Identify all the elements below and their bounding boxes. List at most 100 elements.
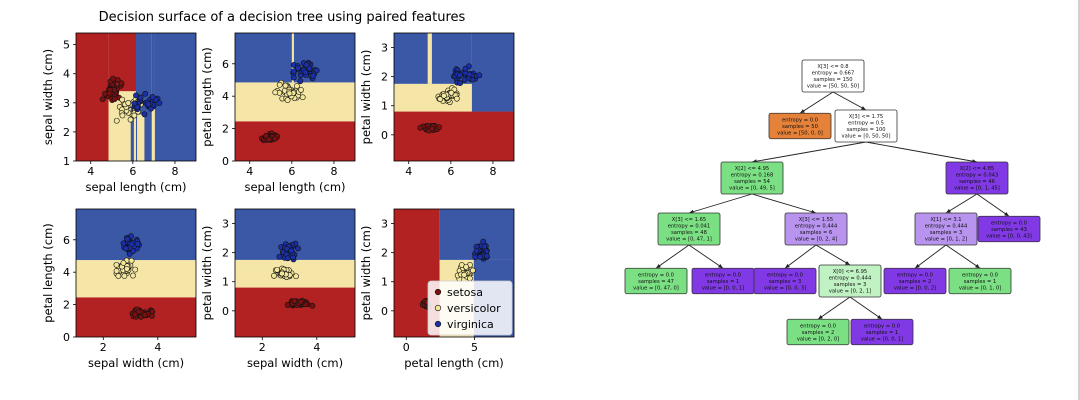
tree-node-text: value = [0, 2, 0] <box>797 336 839 342</box>
legend-box <box>427 280 513 336</box>
tree-node-text: samples = 3 <box>930 230 963 236</box>
tree-node-box <box>768 112 832 140</box>
point-setosa <box>118 80 125 87</box>
tree-edge <box>945 244 981 269</box>
point-virginica <box>133 92 139 99</box>
right-border <box>1078 0 1080 400</box>
region-setosa <box>235 287 355 337</box>
tree-node-text: value = [0, 0, 1] <box>861 336 903 342</box>
tree-node-text: entropy = 0.444 <box>795 224 838 230</box>
point-setosa <box>291 298 298 304</box>
point-versicolor <box>271 272 277 279</box>
point-virginica <box>457 80 464 87</box>
tree-node-text: entropy = 0.0 <box>638 272 674 278</box>
x-axis-label: sepal length (cm) <box>85 180 186 194</box>
tree-node-text: samples = 1 <box>866 330 899 336</box>
tree-node-box <box>753 267 817 295</box>
tree-node-text: samples = 1 <box>707 279 740 285</box>
point-versicolor <box>437 96 444 102</box>
point-virginica <box>137 94 144 101</box>
x-tick-label: 5 <box>471 341 478 354</box>
point-virginica <box>481 243 488 250</box>
tree-edge <box>865 141 978 163</box>
point-versicolor <box>120 260 127 266</box>
point-setosa <box>110 75 117 82</box>
tree-edge-arrow <box>718 264 723 269</box>
tree-node-text: entropy = 0.0 <box>962 272 998 278</box>
tree-node-text: entropy = 0.0 <box>897 272 933 278</box>
region-versicolor <box>235 262 271 268</box>
point-versicolor <box>294 83 300 89</box>
tree-node-box <box>945 161 1009 195</box>
tree-edge-arrow <box>861 106 866 110</box>
point-virginica <box>295 245 301 252</box>
point-versicolor <box>119 112 126 119</box>
point-virginica <box>476 72 483 79</box>
tree-node-box <box>948 267 1012 295</box>
point-setosa <box>148 312 155 319</box>
tree-node-text: entropy = 0.5 <box>848 121 884 127</box>
x-tick-label: 2 <box>100 341 107 354</box>
tree-node-text: value = [0, 0, 1] <box>702 285 744 291</box>
point-virginica <box>141 111 148 118</box>
point-versicolor <box>448 89 455 96</box>
point-versicolor <box>299 94 306 101</box>
region-setosa <box>394 111 514 161</box>
point-setosa <box>265 136 272 143</box>
tree-edge <box>945 193 978 214</box>
tree-node-text: value = [0, 50, 50] <box>842 134 891 140</box>
point-setosa <box>99 96 106 103</box>
axes-frame <box>234 208 356 338</box>
legend-marker-setosa <box>434 288 442 296</box>
decision-regions <box>235 33 355 161</box>
tree-node-box <box>818 264 882 298</box>
tree-node-box <box>977 215 1041 243</box>
tree-edge <box>751 141 867 163</box>
point-versicolor <box>123 265 130 272</box>
tree-node-text: samples = 3 <box>769 279 802 285</box>
point-versicolor <box>113 261 120 268</box>
point-versicolor <box>115 273 122 279</box>
tree-node-text: entropy = 0.667 <box>812 71 855 77</box>
point-versicolor <box>461 271 468 278</box>
tree-node-text: entropy = 0.0 <box>864 323 900 329</box>
point-setosa <box>111 96 118 102</box>
point-virginica <box>134 241 141 247</box>
x-tick-label: 8 <box>330 165 337 178</box>
point-virginica <box>462 65 469 72</box>
tree-node-text: samples = 46 <box>959 179 995 185</box>
tree-node-text: X[1] <= 3.1 <box>930 217 961 223</box>
point-virginica <box>483 253 490 260</box>
tree-node-text: entropy = 0.0 <box>767 272 803 278</box>
legend-marker-versicolor <box>434 304 442 312</box>
tree-node-text: samples = 1 <box>964 279 997 285</box>
axes-frame <box>234 32 356 162</box>
y-tick-label: 3 <box>222 218 229 231</box>
legend-label-setosa: setosa <box>447 286 483 299</box>
point-versicolor <box>286 90 293 97</box>
axes-frame <box>75 32 197 162</box>
y-axis-label: sepal width (cm) <box>41 49 55 145</box>
y-axis-label: petal width (cm) <box>200 226 214 321</box>
point-virginica <box>120 240 127 247</box>
point-setosa <box>141 312 148 318</box>
y-tick-label: 4 <box>63 68 70 81</box>
tree-node-box <box>850 318 914 346</box>
y-tick-label: 6 <box>63 234 70 247</box>
tree-node-text: entropy = 0.444 <box>925 224 968 230</box>
tree-node-box <box>834 109 898 143</box>
tree-node-text: samples = 6 <box>800 230 833 236</box>
x-tick-label: 4 <box>87 165 94 178</box>
point-versicolor <box>441 92 447 99</box>
tree-edge-arrow <box>656 264 661 269</box>
x-tick-label: 4 <box>405 165 412 178</box>
